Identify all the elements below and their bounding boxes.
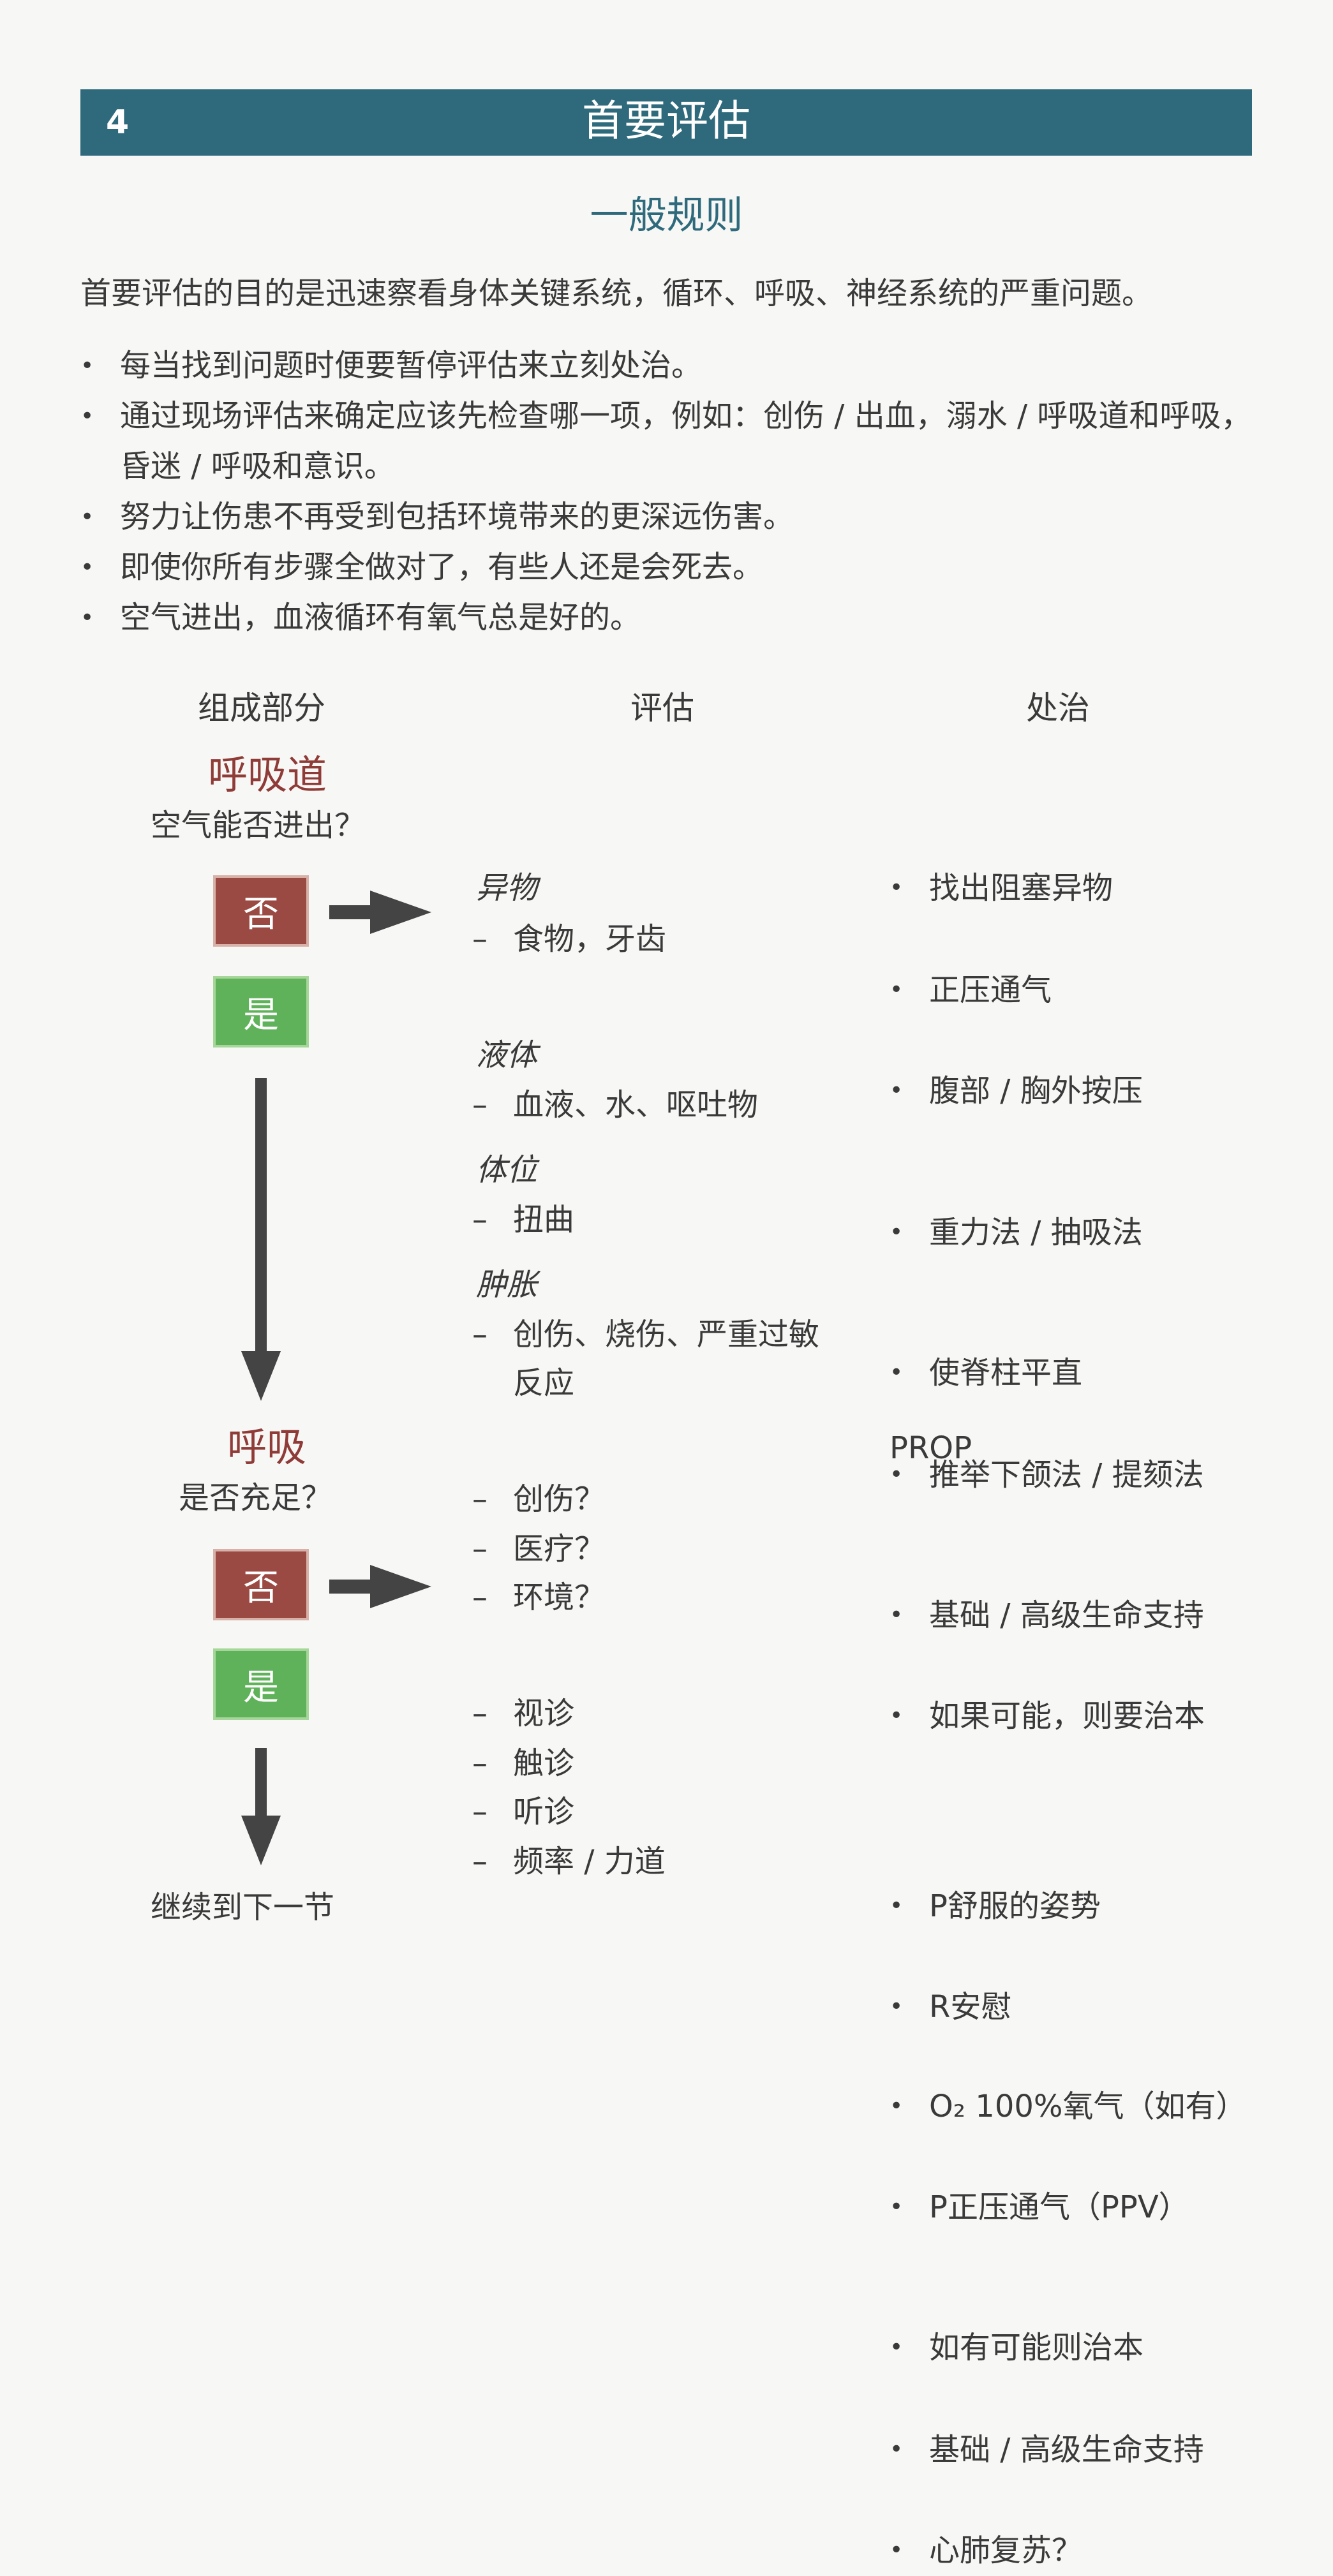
prop-item: P舒服的姿势 bbox=[890, 1881, 1333, 1932]
section-title: 一般规则 bbox=[590, 193, 743, 238]
airway-no-box: 否 bbox=[213, 875, 309, 947]
chapter-header-bar: 4 首要评估 bbox=[80, 89, 1252, 156]
treatment-item: 基础 / 高级生命支持 bbox=[890, 1590, 1333, 1641]
assessment-item: –环境？ bbox=[472, 1580, 606, 1615]
assessment-item: –扭曲 bbox=[472, 1202, 575, 1238]
arrow-airway-no bbox=[329, 905, 371, 919]
arrow-airway-no-head bbox=[370, 891, 431, 934]
treatment-item: 找出阻塞异物 bbox=[890, 862, 1333, 914]
treatment-item: 腹部 / 胸外按压 bbox=[890, 1065, 1333, 1116]
arrow-airway-down bbox=[255, 1078, 267, 1352]
assessment-heading-foreign-body: 异物 bbox=[476, 870, 538, 906]
breathing-question: 是否充足？ bbox=[179, 1480, 332, 1516]
assessment-heading-swelling: 肿胀 bbox=[476, 1267, 538, 1303]
assessment-item: –创伤、烧伤、严重过敏 bbox=[472, 1317, 820, 1352]
intro-paragraph: 首要评估的目的是迅速察看身体关键系统，循环、呼吸、神经系统的严重问题。 bbox=[80, 276, 1153, 311]
breathing-yes-box: 是 bbox=[213, 1648, 309, 1720]
treatment-item: 如有可能则治本 bbox=[890, 2322, 1333, 2373]
page-number: 4 bbox=[106, 103, 130, 142]
arrow-airway-down-head bbox=[241, 1351, 281, 1401]
treatment-item: 正压通气 bbox=[890, 965, 1333, 1016]
treatment-item: 推举下颌法 / 提颏法 bbox=[890, 1449, 1333, 1500]
prop-item: O₂ 100%氧气（如有） bbox=[890, 2081, 1333, 2132]
continue-text: 继续到下一节 bbox=[151, 1890, 335, 1925]
prop-title: PROP bbox=[890, 1430, 972, 1466]
prop-item: R安慰 bbox=[890, 1981, 1333, 2032]
page-title: 首要评估 bbox=[582, 96, 750, 145]
treatment-item: 重力法 / 抽吸法 bbox=[890, 1207, 1333, 1258]
arrow-breathing-no-head bbox=[370, 1565, 431, 1608]
assessment-item: –血液、水、呕吐物 bbox=[472, 1087, 759, 1123]
arrow-breathing-down-head bbox=[241, 1816, 281, 1865]
rule-item: 空气进出，血液循环有氧气总是好的。 bbox=[80, 593, 1267, 643]
rule-item: 即使你所有步骤全做对了，有些人还是会死去。 bbox=[80, 542, 1267, 593]
flow-arrows bbox=[241, 891, 431, 1865]
treatment-item: 使脊柱平直 bbox=[890, 1347, 1333, 1398]
rule-item: 努力让伤患不再受到包括环境带来的更深远伤害。 bbox=[80, 492, 1267, 542]
assessment-item: –医疗？ bbox=[472, 1531, 606, 1567]
arrow-breathing-down bbox=[255, 1748, 267, 1818]
arrow-breathing-no bbox=[329, 1580, 371, 1594]
assessment-item: –频率 / 力道 bbox=[472, 1844, 666, 1879]
assessment-item: –创伤？ bbox=[472, 1481, 606, 1517]
prop-item: P正压通气（PPV） bbox=[890, 2182, 1333, 2233]
rules-list: 每当找到问题时便要暂停评估来立刻处治。 通过现场评估来确定应该先检查哪一项，例如… bbox=[80, 341, 1267, 643]
breathing-no-box: 否 bbox=[213, 1549, 309, 1620]
rule-item: 每当找到问题时便要暂停评估来立刻处治。 bbox=[80, 341, 1267, 391]
assessment-heading-fluid: 液体 bbox=[476, 1037, 538, 1073]
breathing-title: 呼吸 bbox=[227, 1424, 307, 1470]
rule-item: 通过现场评估来确定应该先检查哪一项，例如：创伤 / 出血，溺水 / 呼吸道和呼吸… bbox=[80, 391, 1267, 492]
treatment-item: 如果可能，则要治本 bbox=[890, 1691, 1333, 1742]
column-header-component: 组成部分 bbox=[198, 690, 325, 727]
column-header-treatment: 处治 bbox=[1026, 690, 1090, 727]
treatment-item: 心肺复苏？ bbox=[890, 2525, 1333, 2576]
airway-yes-box: 是 bbox=[213, 976, 309, 1047]
assessment-item-continued: 反应 bbox=[513, 1365, 575, 1401]
column-header-assessment: 评估 bbox=[630, 690, 694, 727]
assessment-item: –听诊 bbox=[472, 1794, 575, 1830]
assessment-item: –触诊 bbox=[472, 1745, 575, 1781]
assessment-item: –视诊 bbox=[472, 1696, 575, 1731]
assessment-heading-position: 体位 bbox=[476, 1152, 538, 1188]
treatment-item: 基础 / 高级生命支持 bbox=[890, 2424, 1333, 2475]
airway-question: 空气能否进出？ bbox=[151, 808, 366, 843]
assessment-item: –食物，牙齿 bbox=[472, 921, 667, 957]
airway-title: 呼吸道 bbox=[208, 751, 327, 798]
